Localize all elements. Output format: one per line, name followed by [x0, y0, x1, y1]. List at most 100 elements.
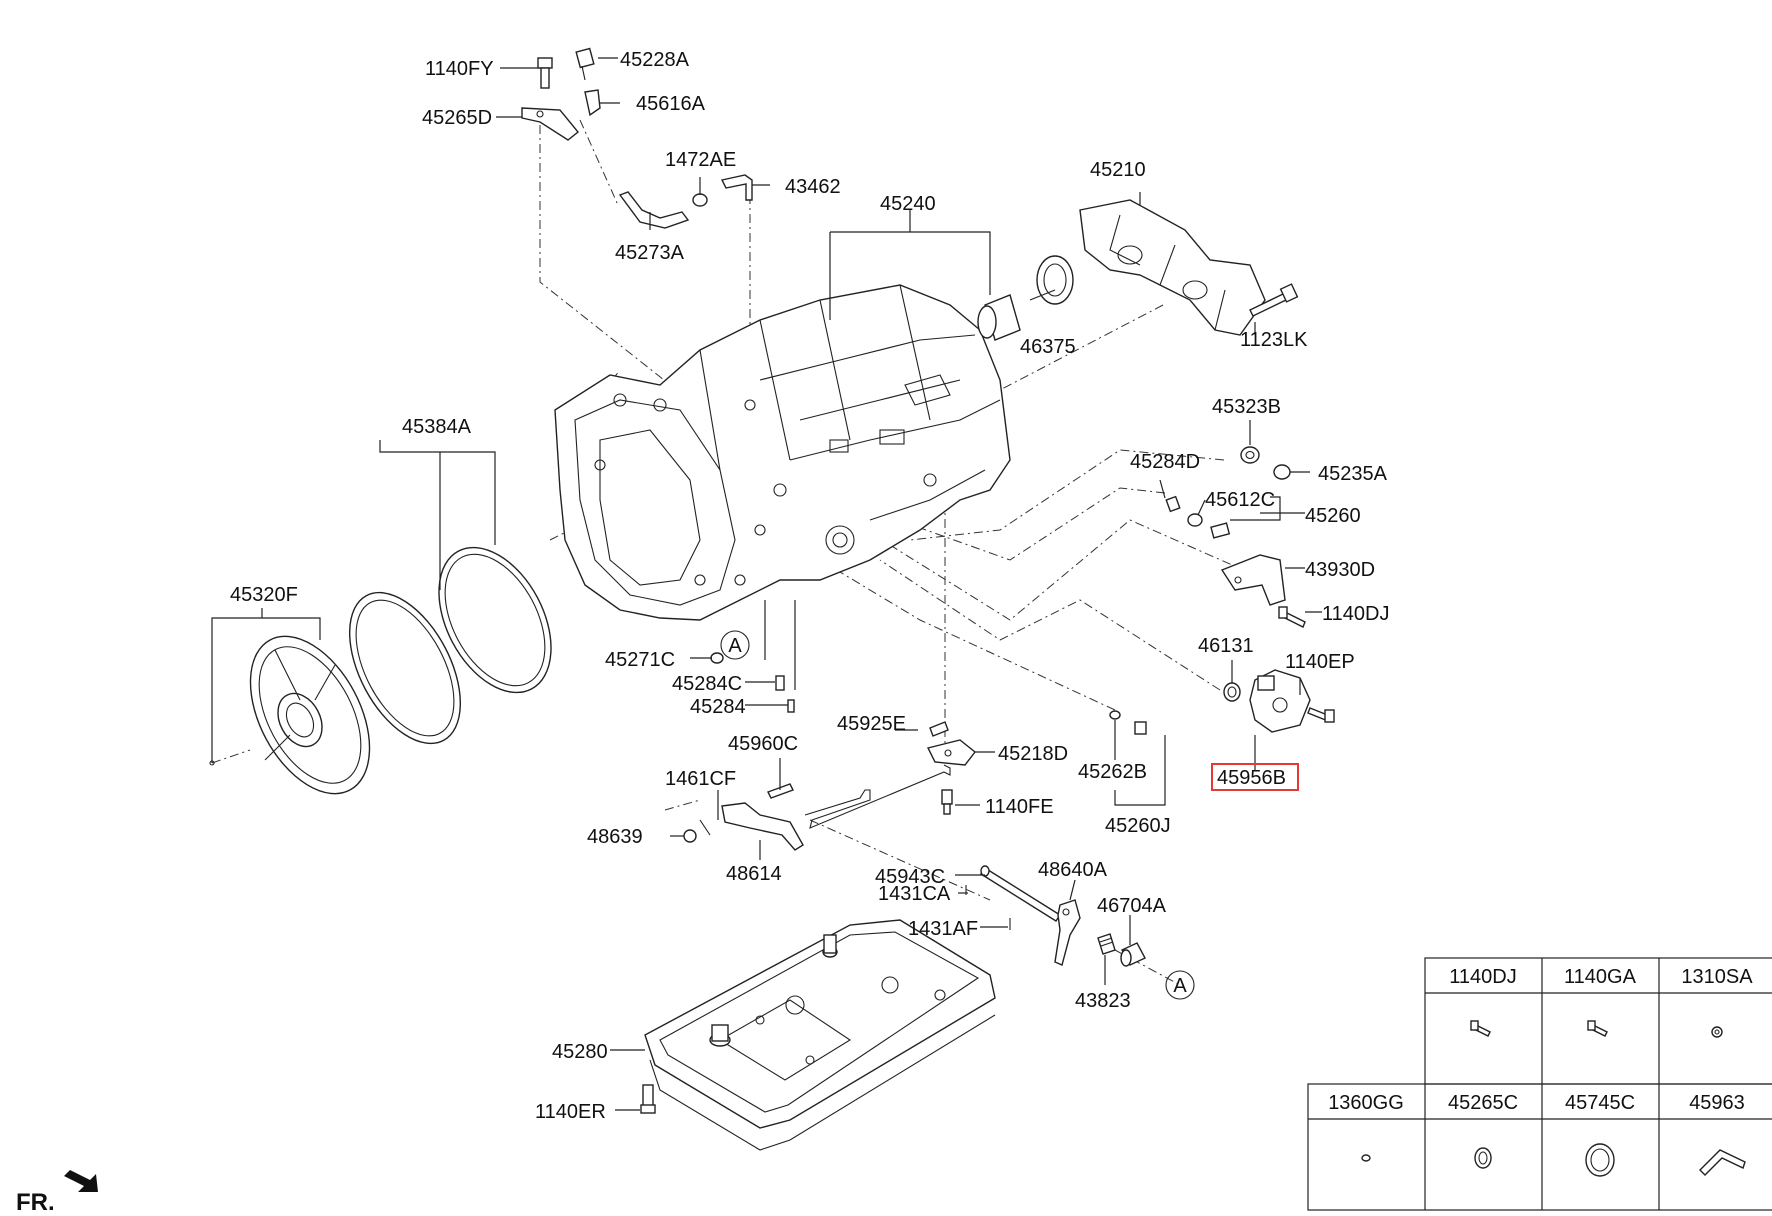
- label-45960C[interactable]: 45960C: [728, 733, 798, 755]
- plug-45260J[interactable]: [1134, 721, 1147, 735]
- pin-45960C[interactable]: [767, 783, 794, 799]
- lever-48640A[interactable]: [1054, 899, 1081, 966]
- label-1431AF[interactable]: 1431AF: [908, 918, 978, 940]
- spring-43823[interactable]: [1097, 933, 1116, 955]
- label-45228A[interactable]: 45228A: [620, 49, 690, 71]
- o-ring-46131[interactable]: [1223, 682, 1241, 702]
- label-45260[interactable]: 45260: [1305, 505, 1361, 527]
- oil-pan-45280[interactable]: [644, 919, 996, 1151]
- highlight-box-45956B: [1211, 763, 1299, 791]
- legend-header-1360GG: 1360GG: [1328, 1092, 1404, 1114]
- pin-1461CF[interactable]: [699, 819, 711, 836]
- pin-45284[interactable]: [787, 699, 795, 713]
- pin-45284D[interactable]: [1165, 495, 1181, 513]
- bolt-1140FY[interactable]: [537, 57, 553, 89]
- pin-45284C[interactable]: [775, 675, 785, 691]
- plug-45271C[interactable]: [710, 652, 724, 664]
- bushing-46375[interactable]: [977, 294, 1021, 341]
- bolt-1123LK[interactable]: [1249, 283, 1299, 317]
- hose-icon: [1699, 1149, 1746, 1176]
- label-45612C[interactable]: 45612C: [1205, 489, 1275, 511]
- bolt-1140ER[interactable]: [640, 1084, 656, 1114]
- part-labels[interactable]: 1140FY 45228A 45616A 45265D 1472AE 43462…: [230, 49, 1389, 1123]
- nut-icon: [1711, 1026, 1723, 1038]
- label-48640A[interactable]: 48640A: [1038, 859, 1108, 881]
- label-46131[interactable]: 46131: [1198, 635, 1254, 657]
- label-43823[interactable]: 43823: [1075, 990, 1131, 1012]
- label-45271C[interactable]: 45271C: [605, 649, 675, 671]
- label-45240[interactable]: 45240: [880, 193, 936, 215]
- plug-45235A[interactable]: [1273, 464, 1291, 480]
- label-1140EP[interactable]: 1140EP: [1285, 651, 1355, 673]
- label-45284[interactable]: 45284: [690, 696, 746, 718]
- plug-45260[interactable]: [1210, 522, 1231, 539]
- sensor-45228A[interactable]: [575, 47, 595, 81]
- label-45210[interactable]: 45210: [1090, 159, 1146, 181]
- label-48639[interactable]: 48639: [587, 826, 643, 848]
- leader-lines: [211, 57, 1322, 1111]
- front-arrow-icon: [64, 1170, 98, 1192]
- hose-43462[interactable]: [720, 174, 753, 201]
- oil-seal-46375[interactable]: [1036, 255, 1074, 305]
- label-45925E[interactable]: 45925E: [837, 713, 906, 735]
- label-45280[interactable]: 45280: [552, 1041, 608, 1063]
- label-45218D[interactable]: 45218D: [998, 743, 1068, 765]
- oil-pump-45320F[interactable]: [209, 616, 394, 813]
- svg-text:A: A: [1173, 975, 1187, 997]
- hose-45273A[interactable]: [618, 191, 690, 229]
- alignment-lines: [211, 119, 1249, 986]
- label-45284D[interactable]: 45284D: [1130, 451, 1200, 473]
- mount-bracket-45210[interactable]: [1079, 199, 1266, 336]
- washer-icon: [1361, 1154, 1371, 1162]
- label-45235A[interactable]: 45235A: [1318, 463, 1388, 485]
- legend-header-45745C: 45745C: [1565, 1092, 1635, 1114]
- label-45320F[interactable]: 45320F: [230, 584, 298, 606]
- bushing-46704A[interactable]: [1120, 942, 1146, 967]
- label-1461CF[interactable]: 1461CF: [665, 768, 736, 790]
- spring-45262B[interactable]: [1109, 710, 1121, 720]
- reference-marker-a-1: A: [720, 630, 750, 660]
- snap-ring-45384A[interactable]: [416, 529, 574, 712]
- label-48614[interactable]: 48614: [726, 863, 782, 885]
- bolt-1140DJ[interactable]: [1278, 606, 1306, 628]
- bracket-45218D[interactable]: [926, 739, 976, 766]
- label-43462[interactable]: 43462: [785, 176, 841, 198]
- bracket-45265D[interactable]: [521, 107, 579, 141]
- label-45384A[interactable]: 45384A: [402, 416, 472, 438]
- gasket-45384A[interactable]: [327, 574, 483, 761]
- label-45943C[interactable]: 45943C: [875, 866, 945, 888]
- label-1140DJ[interactable]: 1140DJ: [1322, 603, 1389, 625]
- washer-45323B[interactable]: [1240, 446, 1260, 464]
- transmission-case[interactable]: [554, 284, 1011, 621]
- label-1140FY[interactable]: 1140FY: [425, 58, 494, 80]
- label-45273A[interactable]: 45273A: [615, 242, 685, 264]
- label-43930D[interactable]: 43930D: [1305, 559, 1375, 581]
- label-45284C[interactable]: 45284C: [672, 673, 742, 695]
- label-1140ER[interactable]: 1140ER: [535, 1101, 606, 1123]
- bolt-1140EP[interactable]: [1307, 707, 1335, 723]
- label-45616A[interactable]: 45616A: [636, 93, 706, 115]
- lever-48614[interactable]: [721, 802, 804, 851]
- o-ring-45612C[interactable]: [1187, 513, 1203, 527]
- label-1123LK[interactable]: 1123LK: [1240, 329, 1308, 351]
- rod-45925E[interactable]: [804, 721, 951, 829]
- legend-header-1140GA: 1140GA: [1564, 966, 1637, 988]
- label-45265D[interactable]: 45265D: [422, 107, 492, 129]
- label-45323B[interactable]: 45323B: [1212, 396, 1281, 418]
- shaft-45943C[interactable]: [980, 865, 1061, 922]
- clip-45616A[interactable]: [584, 89, 601, 117]
- clamp-1472AE[interactable]: [692, 193, 708, 207]
- inhibitor-switch-45956B[interactable]: [1249, 669, 1311, 733]
- label-45956B[interactable]: 45956B: [1217, 767, 1286, 789]
- label-45262B[interactable]: 45262B: [1078, 761, 1147, 783]
- label-1472AE[interactable]: 1472AE: [665, 149, 736, 171]
- bushing-icon: [1585, 1143, 1615, 1177]
- clip-48639[interactable]: [683, 829, 697, 843]
- bolt-1140FE[interactable]: [941, 789, 953, 815]
- bracket-43930D[interactable]: [1220, 554, 1286, 606]
- label-1431CA[interactable]: 1431CA: [878, 883, 951, 905]
- label-46375[interactable]: 46375: [1020, 336, 1076, 358]
- label-45260J[interactable]: 45260J: [1105, 815, 1171, 837]
- label-1140FE[interactable]: 1140FE: [985, 796, 1054, 818]
- label-46704A[interactable]: 46704A: [1097, 895, 1167, 917]
